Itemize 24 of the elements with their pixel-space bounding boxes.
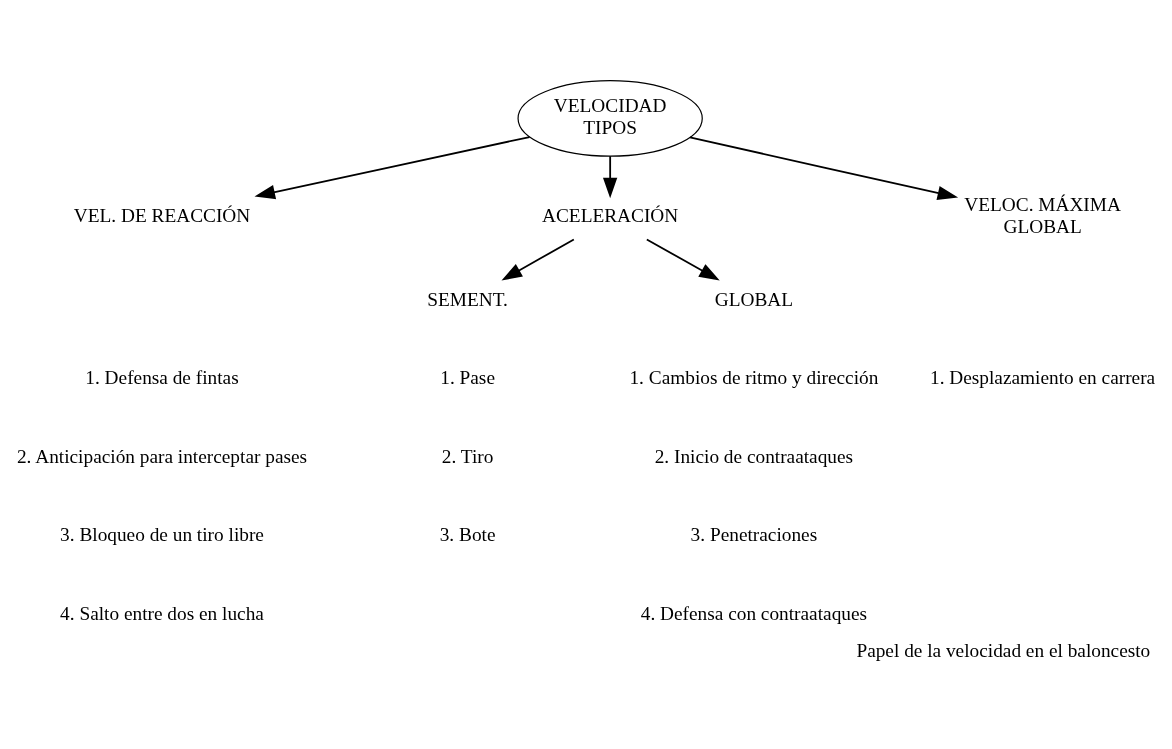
arrow	[501, 238, 575, 281]
arrow	[602, 155, 618, 199]
label: 1. Pase	[440, 367, 495, 389]
label: 4. Defensa con contraataques	[640, 602, 868, 624]
label: 1. Defensa de fintas	[85, 367, 239, 389]
label: 2. Inicio de contraataques	[654, 445, 854, 467]
label: 3. Penetraciones	[690, 524, 818, 546]
arrow	[689, 136, 959, 201]
label: 1. Desplazamiento en carrera	[930, 367, 1156, 389]
caption: Papel de la velocidad en el baloncesto	[856, 640, 1151, 662]
node-text: SEMENT.	[427, 288, 508, 310]
arrow	[645, 238, 720, 281]
label: 2. Tiro	[441, 445, 494, 467]
node-text: VEL. DE REACCIÓN	[73, 205, 251, 227]
label: 1. Cambios de ritmo y dirección	[629, 367, 879, 389]
arrow	[254, 136, 531, 200]
label: 2. Anticipación para interceptar pases	[16, 445, 308, 467]
node-text: ACELERACIÓN	[542, 205, 679, 227]
label: 3. Bote	[439, 524, 496, 546]
label: 4. Salto entre dos en lucha	[60, 602, 264, 624]
node-text: VELOC. MÁXIMA GLOBAL	[964, 194, 1121, 238]
node-text: GLOBAL	[714, 288, 794, 310]
node-ellipse: VELOCIDAD TIPOS	[517, 80, 703, 157]
label: 3. Bloqueo de un tiro libre	[60, 524, 264, 546]
